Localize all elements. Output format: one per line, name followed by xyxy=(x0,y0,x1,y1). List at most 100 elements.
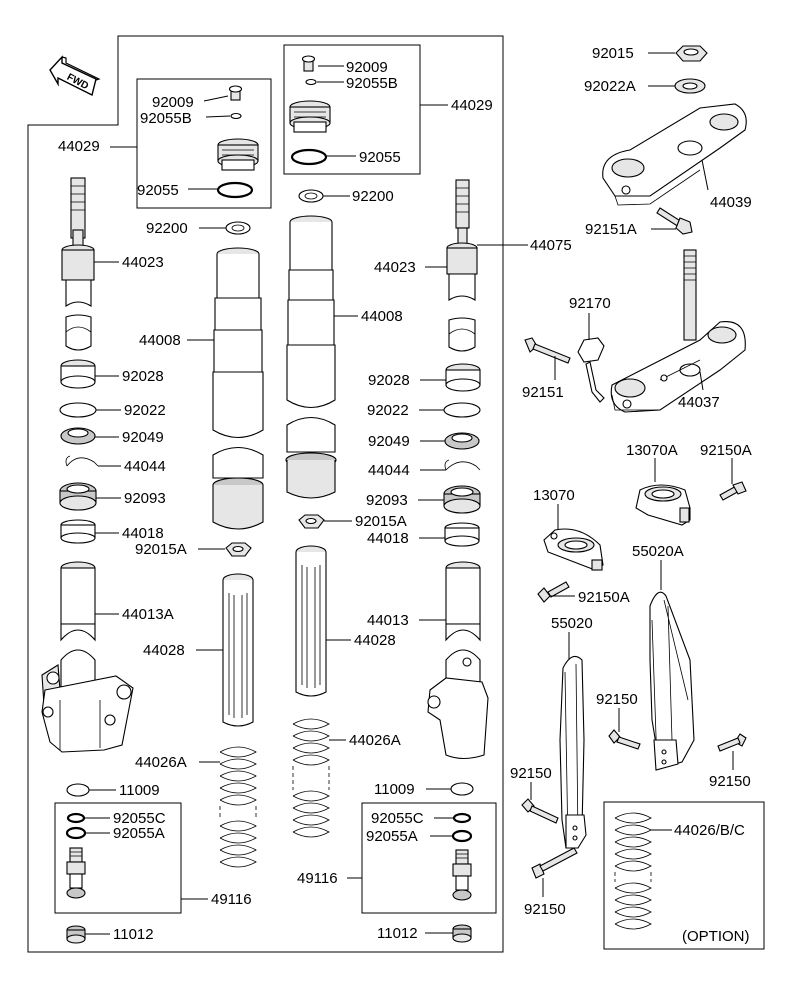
label-49116-left: 49116 xyxy=(211,891,252,908)
label-92028-left: 92028 xyxy=(122,368,164,385)
fork-guard-55020A xyxy=(649,591,695,771)
nut-92015 xyxy=(675,45,708,62)
washer-11009-left xyxy=(66,783,90,797)
label-44028-mid: 44028 xyxy=(354,632,396,649)
nut-92015A-mid xyxy=(298,514,325,529)
oil-seal-92049-left xyxy=(60,427,96,445)
label-44026A-mid: 44026A xyxy=(349,732,401,749)
label-55020A: 55020A xyxy=(632,543,684,560)
spring-44026A-mid xyxy=(292,718,330,838)
washer-92200-mid xyxy=(298,189,324,203)
label-92055C-right: 92055C xyxy=(371,810,424,827)
damper-rod-right xyxy=(446,179,478,301)
label-92151: 92151 xyxy=(522,384,564,401)
label-92055B-left: 92055B xyxy=(140,110,192,127)
clamp-13070 xyxy=(543,528,604,571)
label-92150A-top: 92150A xyxy=(700,442,752,459)
label-92015A-left: 92015A xyxy=(135,541,187,558)
label-92151A: 92151A xyxy=(585,221,637,238)
fork-cap-bolt-top xyxy=(289,55,331,166)
valve-frame-right xyxy=(361,802,497,914)
label-92150-b: 92150 xyxy=(524,901,566,918)
oil-seal-92049-right xyxy=(444,432,480,450)
bolt-92150-c xyxy=(608,729,641,750)
label-11009-right: 11009 xyxy=(374,781,415,798)
main-frame xyxy=(27,35,504,953)
bolt-92150-d xyxy=(717,733,747,752)
nut-92015A-left xyxy=(225,542,252,557)
dust-seal-92093-left xyxy=(59,482,97,511)
label-44029-top: 44029 xyxy=(451,97,493,114)
label-92150-d: 92150 xyxy=(709,773,751,790)
dust-seal-92093-right xyxy=(443,485,481,514)
label-44028-left: 44028 xyxy=(143,642,185,659)
steering-stem-44037 xyxy=(610,249,746,413)
label-13070: 13070 xyxy=(533,487,575,504)
cap-frame-left xyxy=(136,78,272,209)
bushing-44018-left xyxy=(60,519,96,544)
option-frame xyxy=(603,801,765,950)
bolt-92150-b xyxy=(531,847,578,879)
circlip-44044-right xyxy=(444,459,481,471)
valve-frame-left xyxy=(54,802,182,914)
label-13070A: 13070A xyxy=(626,442,678,459)
label-92009-left: 92009 xyxy=(152,94,194,111)
bushing-44018-right xyxy=(444,522,480,547)
label-44026A-left: 44026A xyxy=(135,754,187,771)
label-92049-left: 92049 xyxy=(122,429,164,446)
label-11009-left: 11009 xyxy=(119,782,160,799)
label-92093-right: 92093 xyxy=(366,492,408,509)
label-92009-top: 92009 xyxy=(346,59,388,76)
bolt-92150A-bot xyxy=(537,581,570,603)
label-option: (OPTION) xyxy=(682,928,750,945)
base-valve-left xyxy=(66,847,86,899)
label-92150A-bot: 92150A xyxy=(578,589,630,606)
outer-tube-44008-mid xyxy=(285,215,337,499)
label-44018-left: 44018 xyxy=(122,525,164,542)
washer-92200-left xyxy=(225,221,251,235)
label-92055B-top: 92055B xyxy=(346,75,398,92)
cap-frame-top xyxy=(283,44,421,175)
label-92015A-mid: 92015A xyxy=(355,513,407,530)
label-49116-right: 49116 xyxy=(297,870,338,887)
label-92022A: 92022A xyxy=(584,78,636,95)
label-92015: 92015 xyxy=(592,45,634,62)
label-92170: 92170 xyxy=(569,295,611,312)
label-44029-left: 44029 xyxy=(58,138,100,155)
cable-guide-92170 xyxy=(577,337,605,403)
label-92022-left: 92022 xyxy=(124,402,166,419)
label-92150-a: 92150 xyxy=(510,765,552,782)
label-92200-mid: 92200 xyxy=(352,188,394,205)
fwd-arrow-icon: FWD xyxy=(49,55,101,97)
outer-tube-44008-left xyxy=(212,247,264,530)
fork-guard-55020 xyxy=(559,655,587,849)
bushing-92028-right xyxy=(445,363,481,392)
bushing-cut-left xyxy=(65,314,92,351)
label-44044-right: 44044 xyxy=(368,462,410,479)
label-44039: 44039 xyxy=(710,194,752,211)
label-55020: 55020 xyxy=(551,615,593,632)
washer-92022-left xyxy=(59,402,97,418)
clamp-13070A xyxy=(635,484,691,526)
label-44075: 44075 xyxy=(530,237,572,254)
label-11012-right: 11012 xyxy=(377,925,418,942)
label-92055A-right: 92055A xyxy=(366,828,418,845)
washer-92022-right xyxy=(443,402,481,418)
label-44013A: 44013A xyxy=(122,606,174,623)
spring-44026A-left xyxy=(219,746,257,868)
label-44044-left: 44044 xyxy=(124,458,166,475)
label-92055-left: 92055 xyxy=(137,182,179,199)
bolt-92150-a xyxy=(521,798,559,824)
fork-cap-bolt-left xyxy=(216,85,259,199)
label-92049-right: 92049 xyxy=(368,433,410,450)
label-92055A-left: 92055A xyxy=(113,825,165,842)
inner-tube-44013A xyxy=(41,561,134,753)
label-92093-left: 92093 xyxy=(124,490,166,507)
nut-11012-right xyxy=(452,924,472,943)
inner-tube-44013 xyxy=(427,561,489,760)
label-44037: 44037 xyxy=(678,394,720,411)
upper-bracket-44039 xyxy=(602,103,747,206)
base-valve-right xyxy=(452,849,472,901)
label-44008-mid: 44008 xyxy=(361,308,403,325)
